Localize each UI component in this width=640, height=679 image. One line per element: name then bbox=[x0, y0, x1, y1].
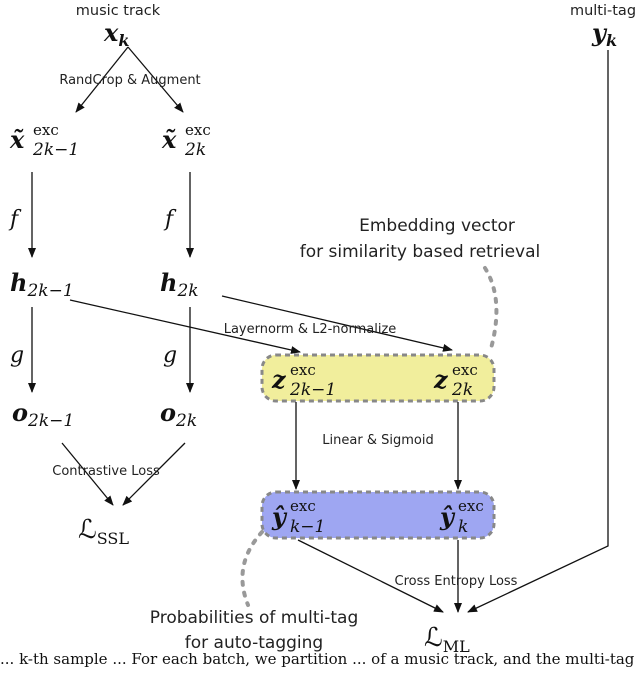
f-left-label: f bbox=[8, 207, 22, 232]
x-k-symbol: xk bbox=[103, 18, 129, 50]
xt-right-sub: 2k bbox=[184, 140, 206, 160]
z-left-sup: exc bbox=[290, 361, 316, 379]
yhat-left-sub: k−1 bbox=[290, 517, 325, 537]
yhat-probability-box bbox=[260, 490, 496, 540]
l-ml-symbol: ℒML bbox=[424, 623, 470, 656]
linear-sigmoid-label: Linear & Sigmoid bbox=[322, 433, 433, 448]
embedding-label-line1: Embedding vector bbox=[359, 216, 515, 236]
probabilities-label-line2: for auto-tagging bbox=[185, 633, 323, 653]
z-right-sub: 2k bbox=[451, 380, 473, 400]
figure-caption: ... k-th sample ... For each batch, we p… bbox=[0, 650, 640, 668]
probabilities-label-line1: Probabilities of multi-tag bbox=[150, 608, 359, 628]
g-right-label: g bbox=[163, 343, 177, 368]
probability-dotted-callout bbox=[240, 530, 264, 607]
yhat-left-symbol: ŷ bbox=[271, 502, 288, 531]
contrastive-loss-label: Contrastive Loss bbox=[52, 464, 160, 479]
y-k-symbol: yk bbox=[591, 18, 617, 50]
embedding-dotted-callout bbox=[483, 266, 499, 354]
arrow-x-to-xt-left bbox=[75, 46, 129, 113]
z-left-symbol: z bbox=[271, 365, 287, 394]
randcrop-label: RandCrop & Augment bbox=[59, 73, 200, 88]
arrow-h-right-to-z bbox=[221, 295, 453, 352]
z-right-sup: exc bbox=[452, 361, 478, 379]
arrow-o-left-to-lssl bbox=[61, 442, 114, 506]
xt-left-symbol: x̃ bbox=[9, 125, 25, 154]
yhat-right-symbol: ŷ bbox=[439, 502, 456, 531]
arrow-h-left-to-z bbox=[69, 299, 301, 354]
music-track-label: music track bbox=[76, 3, 161, 19]
yhat-right-sup: exc bbox=[458, 497, 484, 515]
f-right-label: f bbox=[163, 207, 177, 232]
yhat-left-sup: exc bbox=[290, 497, 316, 515]
xt-left-sup: exc bbox=[33, 121, 59, 139]
yhat-right-sub: k bbox=[458, 517, 468, 537]
xt-right-sup: exc bbox=[185, 121, 211, 139]
multi-tag-label: multi-tag bbox=[570, 3, 636, 19]
arrow-yhat-left-to-lml bbox=[297, 539, 444, 613]
z-left-sub: 2k−1 bbox=[289, 380, 336, 400]
xt-left-sub: 2k−1 bbox=[32, 140, 79, 160]
arrow-x-to-xt-right bbox=[127, 46, 184, 113]
o-right-symbol: o2k bbox=[160, 398, 197, 431]
z-right-symbol: z bbox=[433, 365, 449, 394]
arrow-o-right-to-lssl bbox=[122, 442, 186, 506]
h-left-symbol: h2k−1 bbox=[10, 268, 74, 301]
z-embedding-box bbox=[260, 353, 496, 403]
o-left-symbol: o2k−1 bbox=[12, 398, 74, 431]
g-left-label: g bbox=[10, 343, 24, 368]
cross-entropy-label: Cross Entropy Loss bbox=[395, 574, 518, 589]
xt-right-symbol: x̃ bbox=[161, 125, 177, 154]
layernorm-label: Layernorm & L2-normalize bbox=[224, 322, 397, 337]
arrow-y-to-lml bbox=[467, 50, 609, 613]
embedding-label-line2: for similarity based retrieval bbox=[300, 242, 540, 262]
h-right-symbol: h2k bbox=[160, 268, 199, 301]
l-ssl-symbol: ℒSSL bbox=[78, 515, 129, 548]
